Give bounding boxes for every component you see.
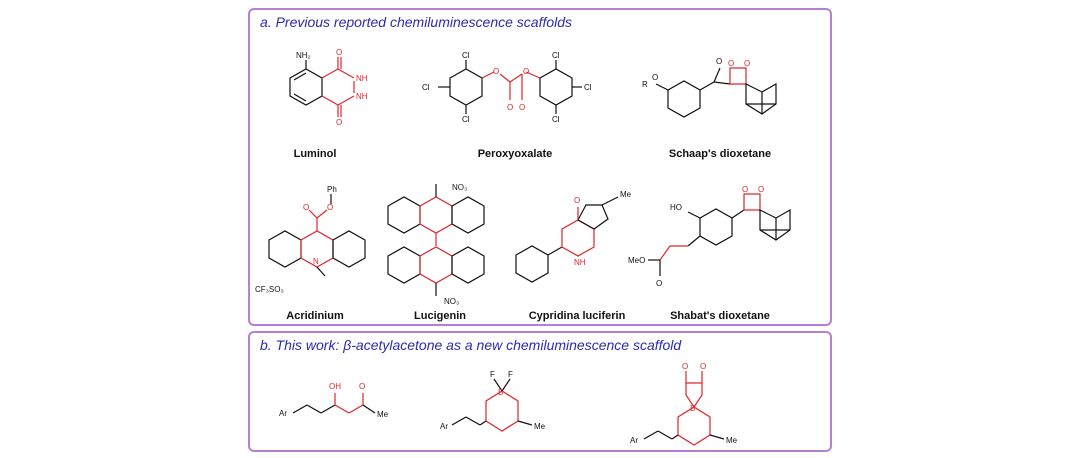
oxygen-label: O — [336, 118, 342, 127]
fluorine-label: F — [490, 370, 495, 379]
methyl-label: Me — [620, 190, 632, 199]
methyl-label: Me — [726, 436, 738, 445]
oxygen-label: O — [523, 67, 529, 76]
nh-label: NH — [574, 258, 586, 267]
compound-name-lucigenin: Lucigenin — [414, 310, 466, 322]
acridinium-structure: Ph O O N CF₃SO₃ — [255, 185, 366, 294]
methyl-label: Me — [377, 410, 389, 419]
chlorine-label: Cl — [584, 83, 592, 92]
oxygen-label: O — [682, 362, 688, 371]
schaap-dioxetane-structure: R O O O O — [642, 57, 777, 118]
oxalate-boron-complex-structure: Ar B O O Me — [630, 362, 738, 446]
chlorine-label: Cl — [462, 51, 470, 60]
hydroxy-label: HO — [670, 203, 682, 212]
oxygen-label: O — [652, 73, 658, 82]
oxygen-label: O — [574, 196, 580, 205]
oxygen-label: O — [728, 59, 734, 68]
oxygen-label: O — [700, 362, 706, 371]
panel-a-title: a. Previous reported chemiluminescence s… — [260, 14, 573, 30]
boron-label: B — [498, 388, 503, 397]
methoxy-label: MeO — [628, 256, 645, 265]
compound-name-peroxyoxalate: Peroxyoxalate — [477, 148, 553, 160]
r-group-label: R — [642, 80, 648, 89]
hydroxy-label: OH — [329, 382, 341, 391]
oxygen-label: O — [303, 203, 309, 212]
methyl-label: Me — [534, 422, 546, 431]
nitrate-label: NO₃ — [444, 297, 459, 306]
chlorine-label: Cl — [552, 51, 560, 60]
chlorine-label: Cl — [552, 115, 560, 124]
oxygen-label: O — [519, 103, 525, 112]
nitrate-label: NO₃ — [452, 183, 467, 192]
oxygen-label: O — [742, 185, 748, 194]
aryl-label: Ar — [279, 409, 287, 418]
cypridina-luciferin-structure: Me O NH — [515, 190, 632, 283]
aryl-label: Ar — [630, 436, 638, 445]
phenyl-label: Ph — [327, 185, 337, 194]
oxygen-label: O — [359, 382, 365, 391]
nh-label: NH — [356, 92, 368, 101]
luminol-structure: NH₂ O O NH NH — [289, 48, 368, 127]
fluorine-label: F — [508, 370, 513, 379]
aryl-label: Ar — [440, 422, 448, 431]
boron-label: B — [690, 404, 695, 413]
oxygen-label: O — [744, 59, 750, 68]
compound-name-shabat: Shabat's dioxetane — [670, 310, 770, 322]
peroxyoxalate-structure: Cl Cl Cl Cl Cl Cl O O O O — [422, 51, 592, 124]
oxygen-label: O — [716, 57, 722, 66]
panel-this-work: b. This work: β-acetylacetone as a new c… — [248, 331, 832, 452]
oxygen-label: O — [656, 279, 662, 288]
compound-name-cypridina: Cypridina luciferin — [528, 310, 626, 322]
nh2-label: NH₂ — [296, 51, 311, 60]
bf2-complex-structure: Ar B F F Me — [440, 370, 546, 432]
nh-label: NH — [356, 74, 368, 83]
chlorine-label: Cl — [422, 83, 430, 92]
oxygen-label: O — [493, 67, 499, 76]
nitrogen-label: N — [313, 257, 319, 266]
oxygen-label: O — [758, 185, 764, 194]
shabat-dioxetane-structure: HO MeO O O O — [628, 185, 791, 288]
compound-name-acridinium: Acridinium — [286, 310, 344, 322]
oxygen-label: O — [327, 203, 333, 212]
oxygen-label: O — [507, 103, 513, 112]
compound-name-schaap: Schaap's dioxetane — [668, 148, 772, 160]
lucigenin-structure: NO₃ NO₃ — [387, 183, 485, 306]
acetylacetone-enol-structure: Ar OH O Me — [279, 382, 389, 419]
chlorine-label: Cl — [462, 115, 470, 124]
compound-name-luminol: Luminol — [293, 148, 337, 160]
triflate-label: CF₃SO₃ — [255, 285, 284, 294]
panel-b-title: b. This work: β-acetylacetone as a new c… — [260, 337, 682, 353]
panel-previous-scaffolds: a. Previous reported chemiluminescence s… — [248, 8, 832, 326]
oxygen-label: O — [336, 48, 342, 57]
